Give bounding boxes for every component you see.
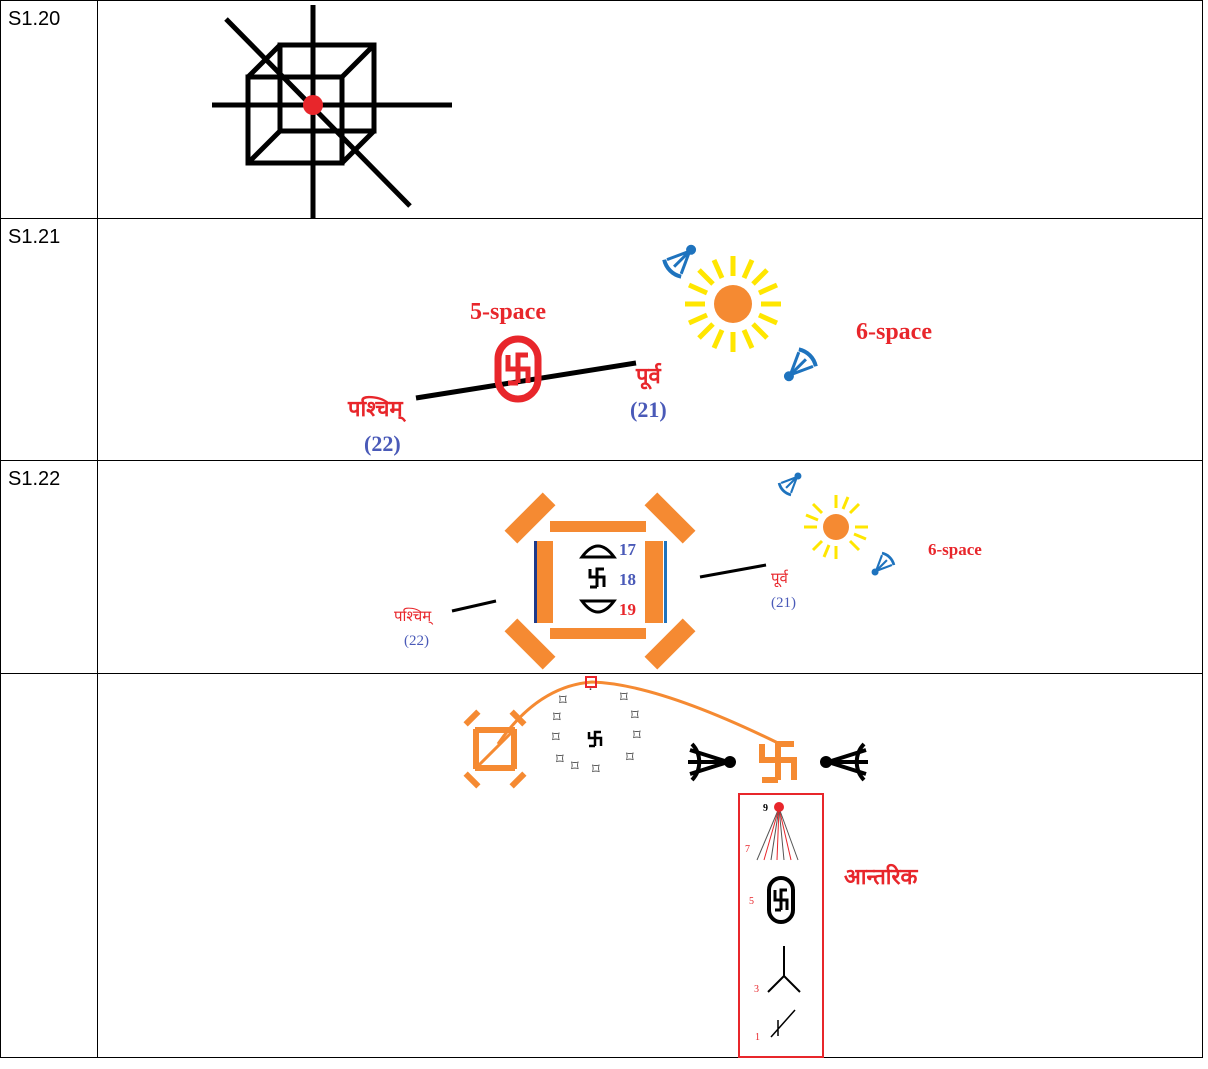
row-id-label: S1.20 (8, 8, 61, 30)
level-9: 9 (763, 803, 768, 814)
upper-dome-icon (579, 544, 617, 559)
sun-icon (804, 495, 868, 559)
cube-with-axes (212, 5, 452, 219)
single-stroke-icon (770, 1009, 796, 1038)
enclosure-frame (504, 492, 696, 670)
east-axis-line (699, 563, 767, 579)
svg-text:⌑: ⌑ (553, 710, 561, 726)
figure-cell: 17 18 19 पश्चिम् (22) पूर्व (21) 6-space (97, 460, 1203, 674)
observer-top-icon (777, 472, 802, 497)
observer-bottom-icon (871, 551, 896, 576)
figure-cell: ⌑⌑ ⌑⌑ ⌑⌑ ⌑⌑ ⌑⌑ · (97, 673, 1203, 1058)
swastika-icon (588, 567, 606, 589)
level-7: 7 (745, 844, 750, 855)
connecting-arc (496, 680, 781, 746)
cube-point-diagram (212, 5, 452, 219)
east-direction-label: पूर्व (635, 362, 662, 390)
figure-cell: 5-space 6-space पश्चिम् (22) पूर्व (21) (97, 218, 1203, 461)
apex-point (774, 802, 784, 812)
sun-icon (685, 256, 781, 352)
svg-text:⌑: ⌑ (631, 708, 639, 724)
level-3: 3 (754, 984, 759, 995)
svg-text:⌑: ⌑ (556, 752, 564, 768)
west-number-label: (22) (364, 431, 401, 456)
svg-text:·: · (588, 682, 593, 698)
number-19: 19 (619, 600, 636, 619)
svg-text:⌑: ⌑ (559, 693, 567, 709)
svg-text:⌑: ⌑ (633, 728, 641, 744)
row-label-cell: S1.22 (0, 460, 98, 674)
five-space-label: 5-space (470, 299, 546, 325)
row-label-cell (0, 673, 98, 1058)
row-label-cell: S1.20 (0, 0, 98, 219)
five-six-space-diagram: 5-space 6-space पश्चिम् (22) पूर्व (21) (347, 244, 932, 456)
number-17: 17 (619, 540, 637, 559)
lower-dome-icon (579, 599, 617, 614)
observer-right-icon (820, 742, 868, 782)
svg-text:⌑: ⌑ (626, 750, 634, 766)
enclosure-ring: ⌑⌑ ⌑⌑ ⌑⌑ ⌑⌑ ⌑⌑ · (552, 682, 641, 778)
svg-text:⌑: ⌑ (571, 759, 579, 775)
figure-cell (97, 0, 1203, 219)
capsule-swastika-icon (767, 876, 795, 924)
inner-levels-diagram: ⌑⌑ ⌑⌑ ⌑⌑ ⌑⌑ ⌑⌑ · (463, 676, 918, 1058)
west-axis-line (451, 599, 497, 613)
tripod-icon (767, 946, 801, 993)
small-swastika-icon (587, 730, 603, 748)
swastika-capsule-icon (494, 335, 542, 403)
west-number-label: (22) (404, 633, 429, 649)
orange-swastika-icon (759, 741, 797, 783)
ray-fan-icon (756, 807, 799, 861)
row-label-cell: S1.21 (0, 218, 98, 461)
observer-left-icon (688, 742, 736, 782)
observer-top-icon (662, 244, 697, 279)
west-direction-label: पश्चिम् (394, 607, 433, 625)
east-number-label: (21) (630, 397, 667, 422)
inner-symbols (579, 544, 617, 614)
observer-bottom-icon (783, 347, 818, 382)
six-space-label: 6-space (928, 540, 982, 559)
number-18: 18 (619, 570, 636, 589)
level-1: 1 (755, 1032, 760, 1043)
inner-label: आन्तरिक (844, 863, 918, 889)
east-number-label: (21) (771, 595, 796, 611)
row-id-label: S1.21 (8, 226, 61, 248)
levels-box (738, 793, 824, 1058)
svg-text:⌑: ⌑ (592, 762, 600, 778)
east-direction-label: पूर्व (771, 569, 789, 588)
row-id-label: S1.22 (8, 468, 61, 490)
svg-text:⌑: ⌑ (552, 730, 560, 746)
west-direction-label: पश्चिम् (347, 395, 407, 423)
enclosure-diagram: 17 18 19 पश्चिम् (22) पूर्व (21) 6-space (394, 472, 982, 670)
row-id-label (1, 674, 97, 681)
level-5: 5 (749, 896, 754, 907)
small-enclosure-icon (463, 709, 527, 789)
center-point (303, 95, 323, 115)
svg-text:⌑: ⌑ (620, 690, 628, 706)
six-space-label: 6-space (856, 319, 932, 345)
